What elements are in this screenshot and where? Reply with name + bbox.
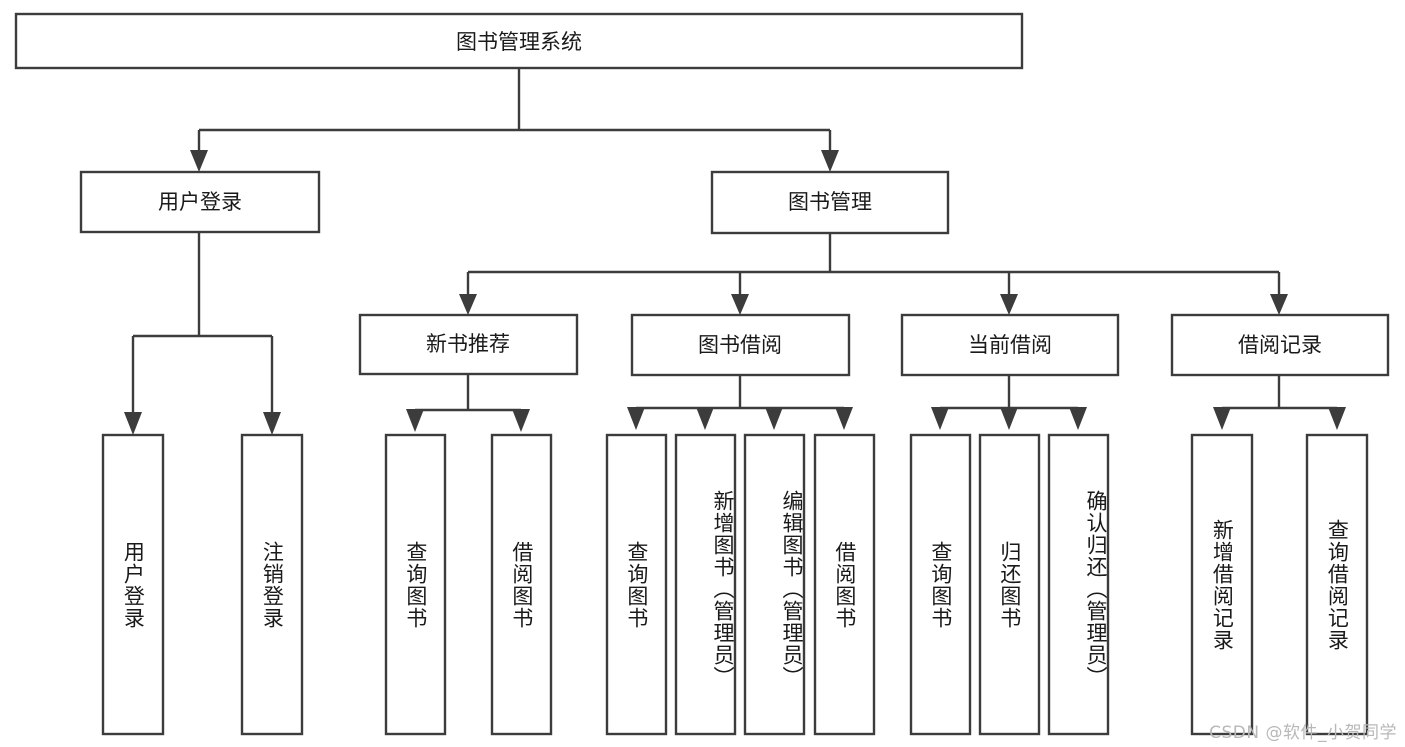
leaf-box-current-confirm[interactable] [1047,433,1110,736]
leaf-box-borrow-query[interactable] [605,433,668,736]
leaf-box-borrow-add[interactable] [674,433,737,736]
arrowhead-borrow [731,294,749,315]
arrowhead-recommend [459,294,477,315]
arrowhead-recommend-leaf-2 [512,409,530,432]
node-user-login[interactable] [79,170,321,234]
arrowhead-borrow-leaf-2 [696,407,714,430]
csdn-watermark: CSDN @软件_小贺同学 [1209,723,1397,743]
leaf-box-borrow-lend[interactable] [813,433,876,736]
label-user-login: 用户登录 [158,190,242,214]
arrowhead-current-leaf-2 [1000,407,1018,430]
node-new-book-recommend[interactable] [358,313,579,376]
arrowhead-recommend-leaf-1 [406,409,424,432]
arrowhead-borrow-leaf-3 [765,407,783,430]
node-current-borrow[interactable] [900,313,1120,377]
arrowhead-leaf-user-login [124,412,142,435]
arrowhead-group [124,150,1346,435]
label-book-manage: 图书管理 [788,190,872,214]
leaf-box-record-add[interactable] [1190,433,1254,736]
leaf-box-logout[interactable] [240,433,304,736]
leaf-box-recommend-borrow[interactable] [490,433,553,736]
node-root[interactable] [14,12,1024,70]
label-current-borrow: 当前借阅 [968,333,1052,357]
arrowhead-book-manage [821,150,839,172]
label-borrow-record: 借阅记录 [1238,333,1322,357]
arrowhead-borrow-leaf-4 [835,407,853,430]
node-borrow-record[interactable] [1170,313,1390,377]
leaf-box-current-return[interactable] [978,433,1041,736]
arrowhead-current [1000,294,1018,315]
node-book-borrow[interactable] [630,313,851,377]
leaf-box-recommend-query[interactable] [384,433,447,736]
leaf-box-borrow-edit[interactable] [743,433,806,736]
arrowhead-record-leaf-1 [1213,407,1231,430]
node-label-group: 图书管理系统 用户登录 图书管理 新书推荐 图书借阅 当前借阅 借阅记录 [158,30,1322,357]
arrowhead-user-login [190,150,208,172]
node-book-manage[interactable] [710,170,950,235]
arrowhead-current-leaf-3 [1069,407,1087,430]
leaf-box-user-login[interactable] [101,433,165,736]
leaf-box-current-query[interactable] [909,433,972,736]
arrowhead-borrow-leaf-1 [627,407,645,430]
arrowhead-leaf-logout [263,412,281,435]
arrowhead-record-leaf-2 [1328,407,1346,430]
label-root: 图书管理系统 [456,30,582,54]
label-book-borrow: 图书借阅 [698,333,782,357]
arrowhead-current-leaf-1 [931,407,949,430]
node-box-group [14,12,1390,736]
label-new-book-recommend: 新书推荐 [426,332,510,356]
arrowhead-record [1270,294,1288,315]
leaf-box-record-query[interactable] [1305,433,1369,736]
